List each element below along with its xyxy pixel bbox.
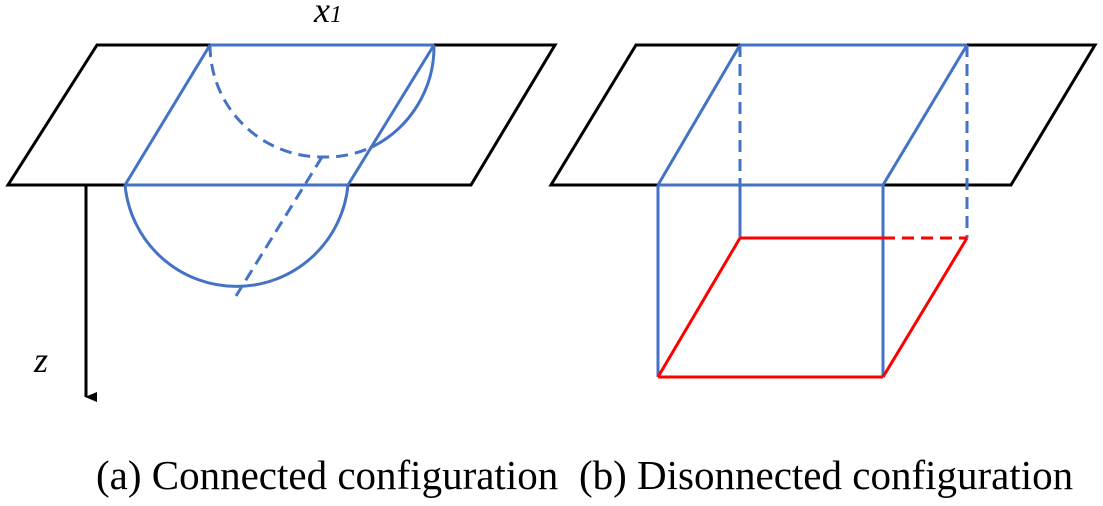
- x1-axis-label: x1: [313, 0, 342, 30]
- z-axis-label: z: [33, 340, 48, 380]
- red-edge-left: [656, 237, 742, 378]
- boundary-plane-a: [5, 43, 558, 187]
- caption-a: (a) Connected configuration: [96, 452, 558, 498]
- top-edge-left: [656, 44, 742, 186]
- lower-half-circle: [123, 184, 350, 288]
- tube-hidden-diameter: [234, 156, 324, 297]
- x1-axis-symbol: x: [313, 0, 330, 30]
- panel-a: z x1: [5, 0, 558, 402]
- surface-edge-left: [123, 44, 212, 186]
- boundary-plane-b: [548, 43, 1098, 187]
- upper-half-circle-hidden: [208, 44, 373, 159]
- surface-edge-right: [346, 44, 436, 186]
- upper-half-circle-visible: [371, 44, 436, 149]
- caption-b: (b) Disonnected configuration: [579, 452, 1073, 498]
- x1-axis-subscript: 1: [330, 2, 342, 28]
- red-edge-right: [881, 237, 969, 378]
- panel-b: [548, 43, 1098, 379]
- top-edge-right: [881, 44, 969, 186]
